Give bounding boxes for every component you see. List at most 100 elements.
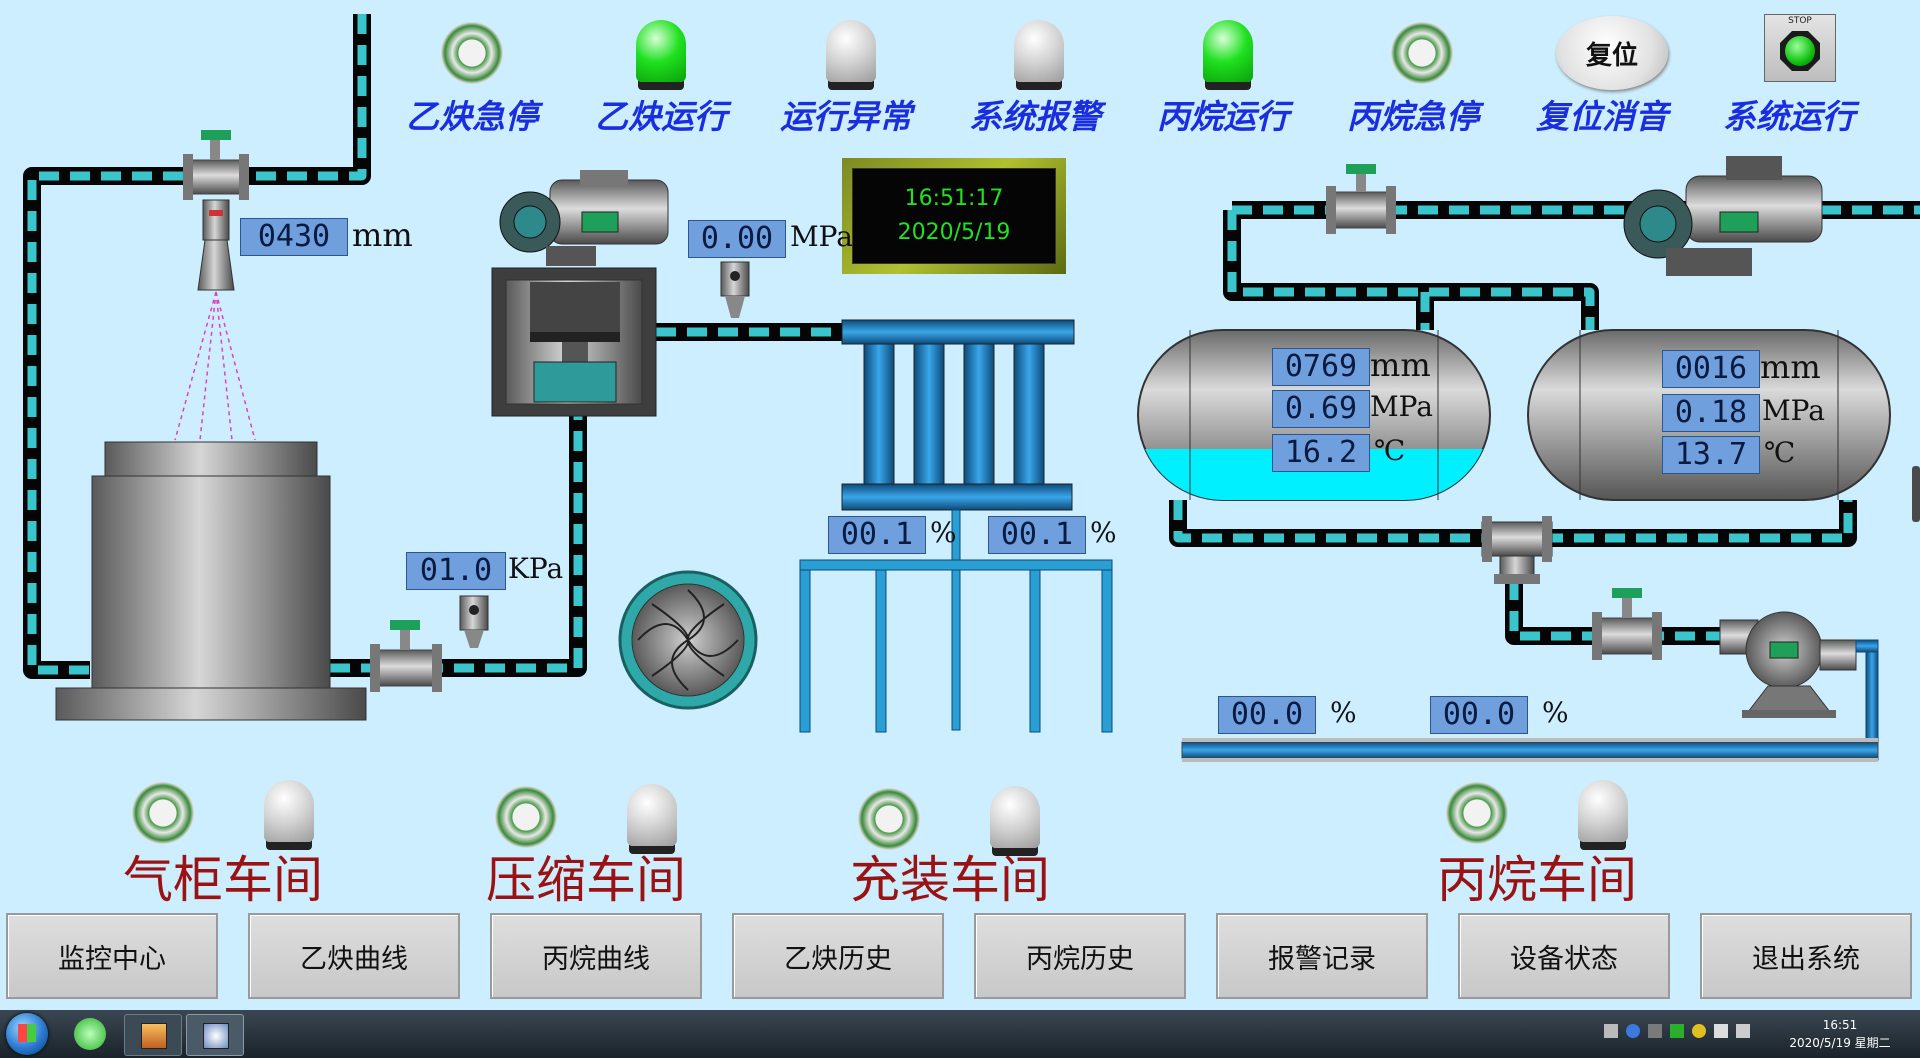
tray-security-icon[interactable] <box>1648 1024 1662 1038</box>
clock-time: 16:51:17 <box>904 186 1004 211</box>
gas-level-value: 0430 <box>240 218 348 256</box>
taskbar-clock[interactable]: 16:51 2020/5/19 星期二 <box>1770 1016 1910 1052</box>
start-button[interactable] <box>6 1013 48 1055</box>
compressor-unit <box>491 267 657 417</box>
clock-panel: 16:51:17 2020/5/19 <box>842 158 1066 274</box>
task-app-1-icon[interactable] <box>124 1014 182 1056</box>
gas-holder-tank <box>55 441 367 721</box>
indicator-estop-propane <box>1391 22 1453 84</box>
pipe-tee-fitting <box>1481 516 1553 584</box>
compressor-pressure-unit: MPa <box>790 220 853 253</box>
tray-shield-icon[interactable] <box>1670 1024 1684 1038</box>
lamp-system-alarm <box>1014 20 1064 82</box>
pressure-transmitter-icon <box>720 261 750 318</box>
nav-exit-system[interactable]: 退出系统 <box>1700 913 1912 999</box>
motor-icon <box>1623 156 1823 276</box>
workshop-propane: 丙烷车间 <box>1437 851 1637 909</box>
lamp-acetylene-running <box>636 20 686 82</box>
tray-network-icon[interactable] <box>1604 1024 1618 1038</box>
label-abnormal: 运行异常 <box>780 97 912 136</box>
tank2-temp-value: 13.7 <box>1662 436 1760 474</box>
tank2-level-unit: mm <box>1760 348 1821 386</box>
fill-left-value: 00.1 <box>828 516 926 554</box>
tank1-pressure-unit: MPa <box>1370 390 1433 423</box>
indicator-filling <box>858 788 920 850</box>
reset-button[interactable]: 复位 <box>1556 16 1668 90</box>
nav-monitor-center[interactable]: 监控中心 <box>6 913 218 999</box>
indicator-compression <box>495 786 557 848</box>
taskbar-date: 2020/5/19 星期二 <box>1789 1036 1891 1050</box>
lamp-gasholder <box>264 780 314 842</box>
task-app-2-icon[interactable] <box>186 1014 244 1056</box>
nav-propane-history[interactable]: 丙烷历史 <box>974 913 1186 999</box>
label-propane-running: 丙烷运行 <box>1157 97 1289 136</box>
stop-badge: STOP <box>1788 16 1812 26</box>
radar-level-sensor-icon <box>174 199 256 441</box>
stop-button[interactable]: STOP <box>1764 14 1836 82</box>
browser-icon[interactable] <box>74 1018 106 1050</box>
taskbar: 16:51 2020/5/19 星期二 <box>0 1010 1920 1058</box>
motor-icon <box>499 170 669 266</box>
fan-icon <box>618 570 758 710</box>
gas-level-unit: mm <box>352 216 413 254</box>
valve-icon <box>370 620 442 692</box>
process-diagram <box>23 14 1920 762</box>
nav-acetylene-history[interactable]: 乙炔历史 <box>732 913 944 999</box>
propane-fill-right-value: 00.0 <box>1430 696 1528 734</box>
label-acetylene-running: 乙炔运行 <box>595 97 727 136</box>
windows-logo-icon <box>18 1024 36 1042</box>
tray-update-icon[interactable] <box>1692 1024 1706 1038</box>
propane-fill-line <box>1181 639 1879 762</box>
filling-manifold <box>799 319 1113 733</box>
tank1-temp-value: 16.2 <box>1272 434 1370 472</box>
inlet-pressure-value: 01.0 <box>406 552 506 590</box>
label-system-running: 系统运行 <box>1723 97 1855 136</box>
tank1-pressure-value: 0.69 <box>1272 390 1370 428</box>
tray-help-icon[interactable] <box>1626 1024 1640 1038</box>
fill-right-unit: % <box>1090 516 1117 549</box>
scrollbar-thumb[interactable] <box>1912 466 1920 522</box>
label-acetylene-estop: 乙炔急停 <box>406 97 538 136</box>
lamp-abnormal <box>826 20 876 82</box>
clock-date: 2020/5/19 <box>897 220 1011 245</box>
fill-left-unit: % <box>930 516 957 549</box>
indicator-propane-ws <box>1446 782 1508 844</box>
tank2-temp-unit: ℃ <box>1764 436 1796 469</box>
label-system-alarm: 系统报警 <box>969 97 1101 136</box>
lamp-propane-ws <box>1578 780 1628 842</box>
tank1-temp-unit: ℃ <box>1374 434 1406 467</box>
workshop-filling: 充装车间 <box>850 851 1050 909</box>
nav-alarm-records[interactable]: 报警记录 <box>1216 913 1428 999</box>
nav-propane-curve[interactable]: 丙烷曲线 <box>490 913 702 999</box>
scada-screen: 复位 STOP 乙炔急停 乙炔运行 运行异常 系统报警 丙烷运行 丙烷急停 复位… <box>6 14 1920 999</box>
propane-fill-right-unit: % <box>1542 696 1569 729</box>
tank1-level-value: 0769 <box>1272 348 1370 386</box>
taskbar-time: 16:51 <box>1822 1018 1858 1032</box>
tray-icons[interactable] <box>1604 1024 1764 1044</box>
valve-icon <box>1326 164 1396 234</box>
nav-device-status[interactable]: 设备状态 <box>1458 913 1670 999</box>
workshop-gasholder: 气柜车间 <box>123 851 323 909</box>
tray-volume-icon[interactable] <box>1736 1024 1750 1038</box>
compressor-pressure-value: 0.00 <box>688 220 786 258</box>
indicator-gasholder <box>132 782 194 844</box>
workshop-compression: 压缩车间 <box>486 851 686 909</box>
inlet-pressure-unit: KPa <box>508 552 564 585</box>
valve-icon <box>183 130 249 200</box>
tray-display-icon[interactable] <box>1714 1024 1728 1038</box>
pressure-transmitter-icon <box>459 595 489 648</box>
lamp-propane-running <box>1203 20 1253 82</box>
tank2-pressure-unit: MPa <box>1762 394 1825 427</box>
nav-acetylene-curve[interactable]: 乙炔曲线 <box>248 913 460 999</box>
propane-fill-left-value: 00.0 <box>1218 696 1316 734</box>
lamp-compression <box>627 784 677 846</box>
lamp-filling <box>990 786 1040 848</box>
propane-fill-left-unit: % <box>1330 696 1357 729</box>
tank2-pressure-value: 0.18 <box>1662 394 1760 432</box>
pipelines <box>23 14 1920 679</box>
label-propane-estop: 丙烷急停 <box>1347 97 1479 136</box>
indicator-estop-acetylene <box>441 22 503 84</box>
tank2-level-value: 0016 <box>1662 350 1760 388</box>
valve-icon <box>1592 588 1662 660</box>
tank1-level-unit: mm <box>1370 346 1431 384</box>
